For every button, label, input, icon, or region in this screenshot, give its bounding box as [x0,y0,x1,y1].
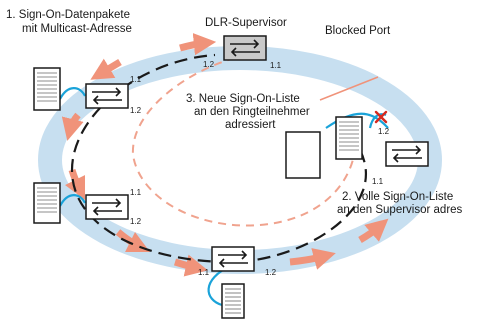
switch-left-top [85,83,129,109]
step2-label-line1: 2. Volle Sign-On-Liste [342,191,453,203]
device-left-top [33,67,61,111]
supervisor-switch [223,35,267,61]
port-left-top-2: 1.2 [130,106,142,115]
port-bottom-2: 1.2 [265,268,277,277]
device-bottom [221,283,245,319]
step2-label-line2: an den Supervisor adres [337,204,463,216]
switch-left-bottom [85,194,129,220]
port-right-2: 1.2 [378,127,390,136]
port-supervisor-2: 1.2 [203,60,215,69]
step1-label-line2: mit Multicast-Adresse [22,23,132,35]
device-right-ring [285,131,321,179]
port-supervisor-1: 1.1 [270,61,282,70]
switch-icon [218,250,248,268]
switch-icon [92,198,122,216]
blocked-port-pointer [319,76,379,101]
device-left-bottom [33,182,61,224]
device-right-outer [335,116,363,160]
switch-icon [92,87,122,105]
port-right-1: 1.1 [372,177,384,186]
switch-right [385,141,429,167]
step3-label-line2: an den Ringteilnehmer [194,106,310,118]
blocked-port-label: Blocked Port [325,25,391,37]
x-mark-icon [374,110,388,124]
supervisor-label: DLR-Supervisor [205,17,287,29]
port-bottom-1: 1.1 [198,268,210,277]
switch-icon [230,39,260,57]
port-left-bottom-2: 1.2 [130,217,142,226]
step1-label-line1: 1. Sign-On-Datenpakete [6,9,130,21]
signon-path-orange [131,57,356,227]
port-left-bottom-1: 1.1 [130,188,142,197]
step3-label-line3: adressiert [225,119,276,131]
port-left-top-1: 1.1 [130,75,142,84]
step3-label-line1: 3. Neue Sign-On-Liste [186,93,300,105]
switch-icon [392,145,422,163]
switch-bottom [211,246,255,272]
